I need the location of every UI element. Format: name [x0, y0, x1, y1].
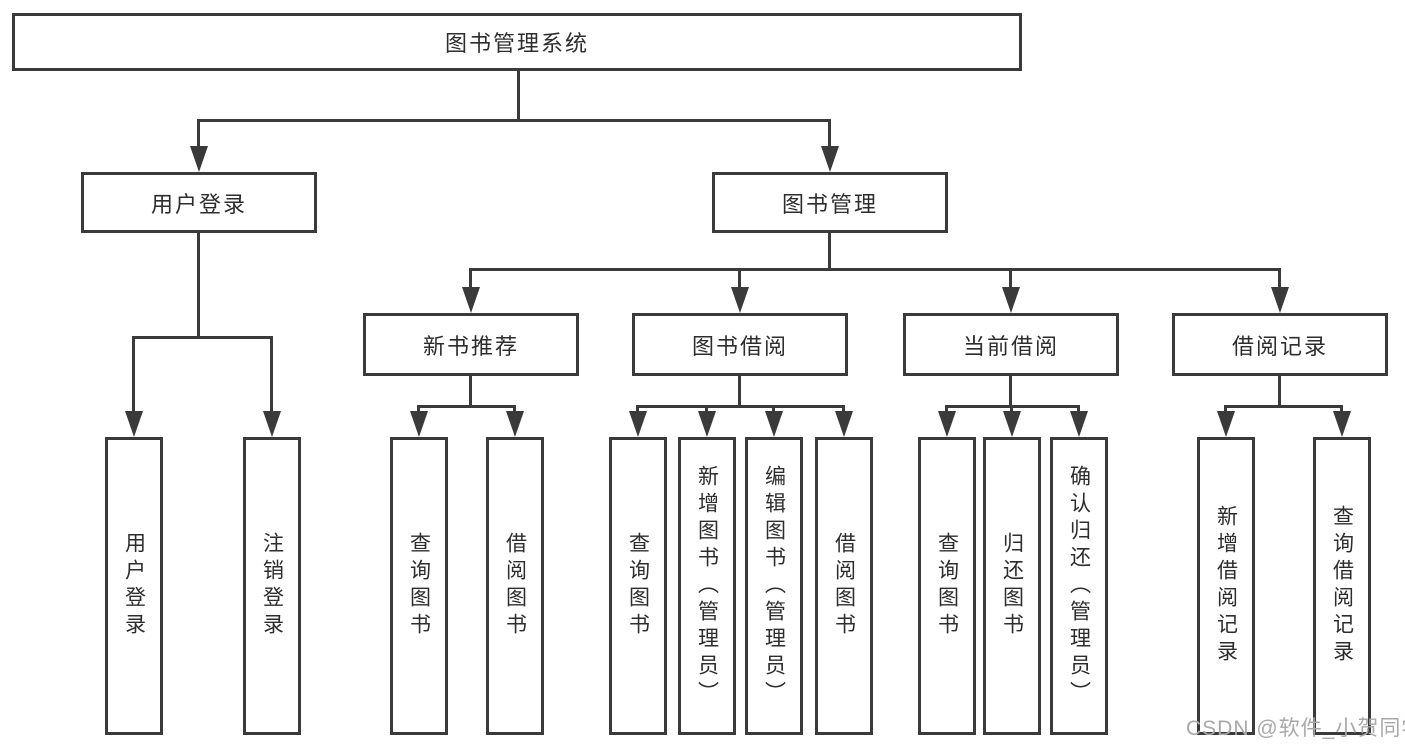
- node-current-borrow: 当前借阅: [903, 313, 1119, 376]
- arrow-down-icon: [1217, 411, 1235, 437]
- arrow-down-icon: [698, 411, 716, 437]
- connector-line: [1278, 376, 1281, 408]
- connector-line: [738, 376, 741, 408]
- connector-line: [469, 376, 472, 408]
- connector-line: [1224, 405, 1343, 408]
- watermark: CSDN @软件_小贺同学: [1186, 717, 1405, 740]
- connector-line: [469, 268, 472, 291]
- node-current-borrow-label: 当前借阅: [962, 333, 1059, 359]
- leaf-newbook-query-book-label: 查询图书: [407, 532, 431, 640]
- arrow-down-icon: [410, 411, 428, 437]
- leaf-edit-book-admin: 编辑图书（管理员）: [745, 437, 803, 735]
- arrow-down-icon: [506, 411, 524, 437]
- leaf-confirm-return-admin: 确认归还（管理员）: [1050, 437, 1108, 735]
- leaf-return-book: 归还图书: [983, 437, 1041, 735]
- leaf-current-query-book-label: 查询图书: [935, 532, 959, 640]
- node-user-login: 用户登录: [81, 172, 317, 233]
- connector-line: [417, 405, 516, 408]
- arrow-down-icon: [629, 411, 647, 437]
- connector-line: [270, 336, 273, 415]
- leaf-query-borrow-record: 查询借阅记录: [1313, 437, 1371, 735]
- leaf-return-book-label: 归还图书: [1000, 532, 1024, 640]
- leaf-user-login: 用户登录: [105, 437, 163, 735]
- leaf-borrow-query-book: 查询图书: [609, 437, 667, 735]
- leaf-newbook-borrow-book: 借阅图书: [486, 437, 544, 735]
- leaf-logout: 注销登录: [243, 437, 301, 735]
- connector-line: [517, 71, 520, 122]
- leaf-add-book-admin: 新增图书（管理员）: [678, 437, 736, 735]
- connector-line: [1009, 268, 1012, 291]
- node-book-management: 图书管理: [712, 172, 948, 233]
- node-root-system: 图书管理系统: [12, 13, 1022, 71]
- connector-line: [132, 336, 273, 339]
- arrow-down-icon: [1333, 411, 1351, 437]
- connector-line: [198, 119, 831, 122]
- node-root-label: 图书管理系统: [444, 31, 589, 56]
- leaf-borrow-book-label: 借阅图书: [832, 532, 856, 640]
- connector-line: [132, 336, 135, 415]
- arrow-down-icon: [835, 411, 853, 437]
- connector-line: [1278, 268, 1281, 291]
- leaf-add-borrow-record-label: 新增借阅记录: [1214, 505, 1238, 667]
- leaf-logout-label: 注销登录: [260, 532, 284, 640]
- connector-line: [1009, 376, 1012, 408]
- arrow-down-icon: [731, 287, 749, 313]
- arrow-down-icon: [1002, 287, 1020, 313]
- leaf-current-query-book: 查询图书: [918, 437, 976, 735]
- arrow-down-icon: [1271, 287, 1289, 313]
- leaf-edit-book-admin-label: 编辑图书（管理员）: [762, 464, 786, 708]
- connector-line: [828, 119, 831, 150]
- connector-line: [738, 268, 741, 291]
- leaf-add-borrow-record: 新增借阅记录: [1197, 437, 1255, 735]
- arrow-down-icon: [1070, 411, 1088, 437]
- leaf-user-login-label: 用户登录: [122, 532, 146, 640]
- node-book-borrow-label: 图书借阅: [691, 333, 788, 359]
- leaf-query-borrow-record-label: 查询借阅记录: [1330, 505, 1354, 667]
- connector-line: [469, 268, 1281, 271]
- node-book-management-label: 图书管理: [781, 191, 878, 217]
- arrow-down-icon: [462, 287, 480, 313]
- leaf-newbook-borrow-book-label: 借阅图书: [503, 532, 527, 640]
- arrow-down-icon: [190, 146, 208, 172]
- node-new-book-recommend-label: 新书推荐: [422, 333, 519, 359]
- arrow-down-icon: [125, 411, 143, 437]
- node-borrow-records: 借阅记录: [1172, 313, 1388, 376]
- connector-line: [828, 233, 831, 271]
- node-borrow-records-label: 借阅记录: [1231, 333, 1328, 359]
- leaf-borrow-book: 借阅图书: [815, 437, 873, 735]
- node-new-book-recommend: 新书推荐: [363, 313, 579, 376]
- node-user-login-label: 用户登录: [150, 191, 247, 217]
- leaf-confirm-return-admin-label: 确认归还（管理员）: [1067, 464, 1091, 708]
- arrow-down-icon: [765, 411, 783, 437]
- connector-line: [197, 119, 200, 150]
- node-book-borrow: 图书借阅: [632, 313, 848, 376]
- arrow-down-icon: [938, 411, 956, 437]
- connector-line: [636, 405, 845, 408]
- arrow-down-icon: [1003, 411, 1021, 437]
- connector-line: [197, 233, 200, 339]
- leaf-newbook-query-book: 查询图书: [390, 437, 448, 735]
- leaf-borrow-query-book-label: 查询图书: [626, 532, 650, 640]
- arrow-down-icon: [263, 411, 281, 437]
- leaf-add-book-admin-label: 新增图书（管理员）: [695, 464, 719, 708]
- arrow-down-icon: [821, 146, 839, 172]
